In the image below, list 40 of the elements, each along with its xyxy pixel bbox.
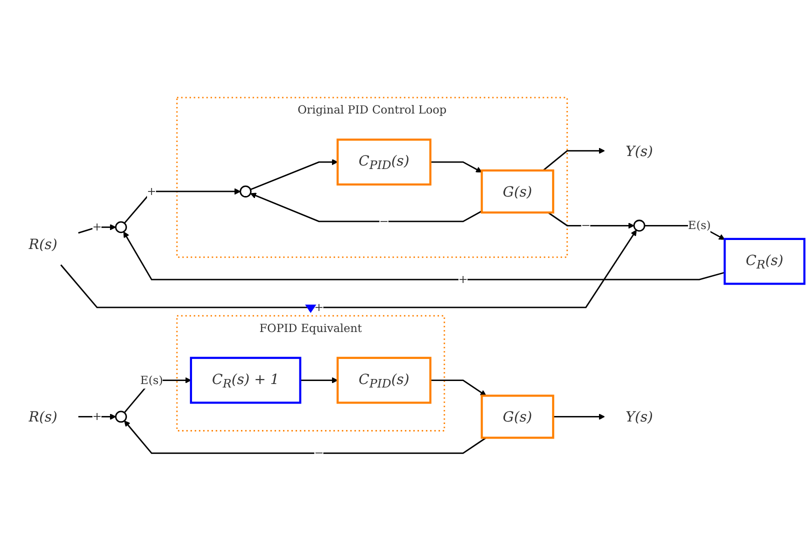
node-box: C$_{PID}$(s) (336, 357, 432, 404)
node-text: Y(s) (626, 142, 653, 160)
arrow (250, 193, 482, 223)
arrow (430, 380, 486, 396)
node-box: C$_{R}$(s) (724, 238, 806, 286)
arrow (78, 224, 116, 234)
node-circle (115, 411, 127, 424)
node-text: Y(s) (626, 408, 653, 426)
arrow (124, 188, 241, 224)
arrow (124, 378, 192, 414)
arrow (644, 225, 725, 240)
arrow (250, 159, 338, 191)
arrow (60, 230, 637, 309)
arrow (124, 420, 486, 454)
edge-label: E(s) (688, 219, 711, 232)
arrow (542, 148, 605, 172)
node-text: R(s) (28, 408, 58, 426)
edge-label: − (581, 219, 591, 232)
arrow (300, 378, 338, 384)
node-circle (240, 186, 252, 198)
edge-label: + (146, 184, 156, 198)
arrow (78, 414, 116, 420)
node-text: R(s) (28, 236, 58, 253)
node-box: C$_{PID}$(s) (336, 139, 432, 186)
arrow (553, 414, 605, 420)
node-circle (115, 222, 127, 234)
edge-label: + (314, 300, 324, 314)
node-box: C$_{R}$(s) + 1 (190, 357, 302, 404)
arrow (430, 162, 482, 173)
node-box: G(s) (480, 170, 554, 214)
node-circle (633, 220, 646, 232)
arrow (548, 212, 634, 230)
edge-label: − (314, 446, 324, 460)
edge-label: + (458, 272, 468, 286)
arrow (123, 232, 725, 281)
edge-label: + (92, 410, 102, 424)
edge-label: − (379, 214, 389, 228)
node-box: G(s) (480, 395, 554, 440)
edge-label: E(s) (140, 374, 163, 388)
edge-label: + (92, 220, 102, 234)
